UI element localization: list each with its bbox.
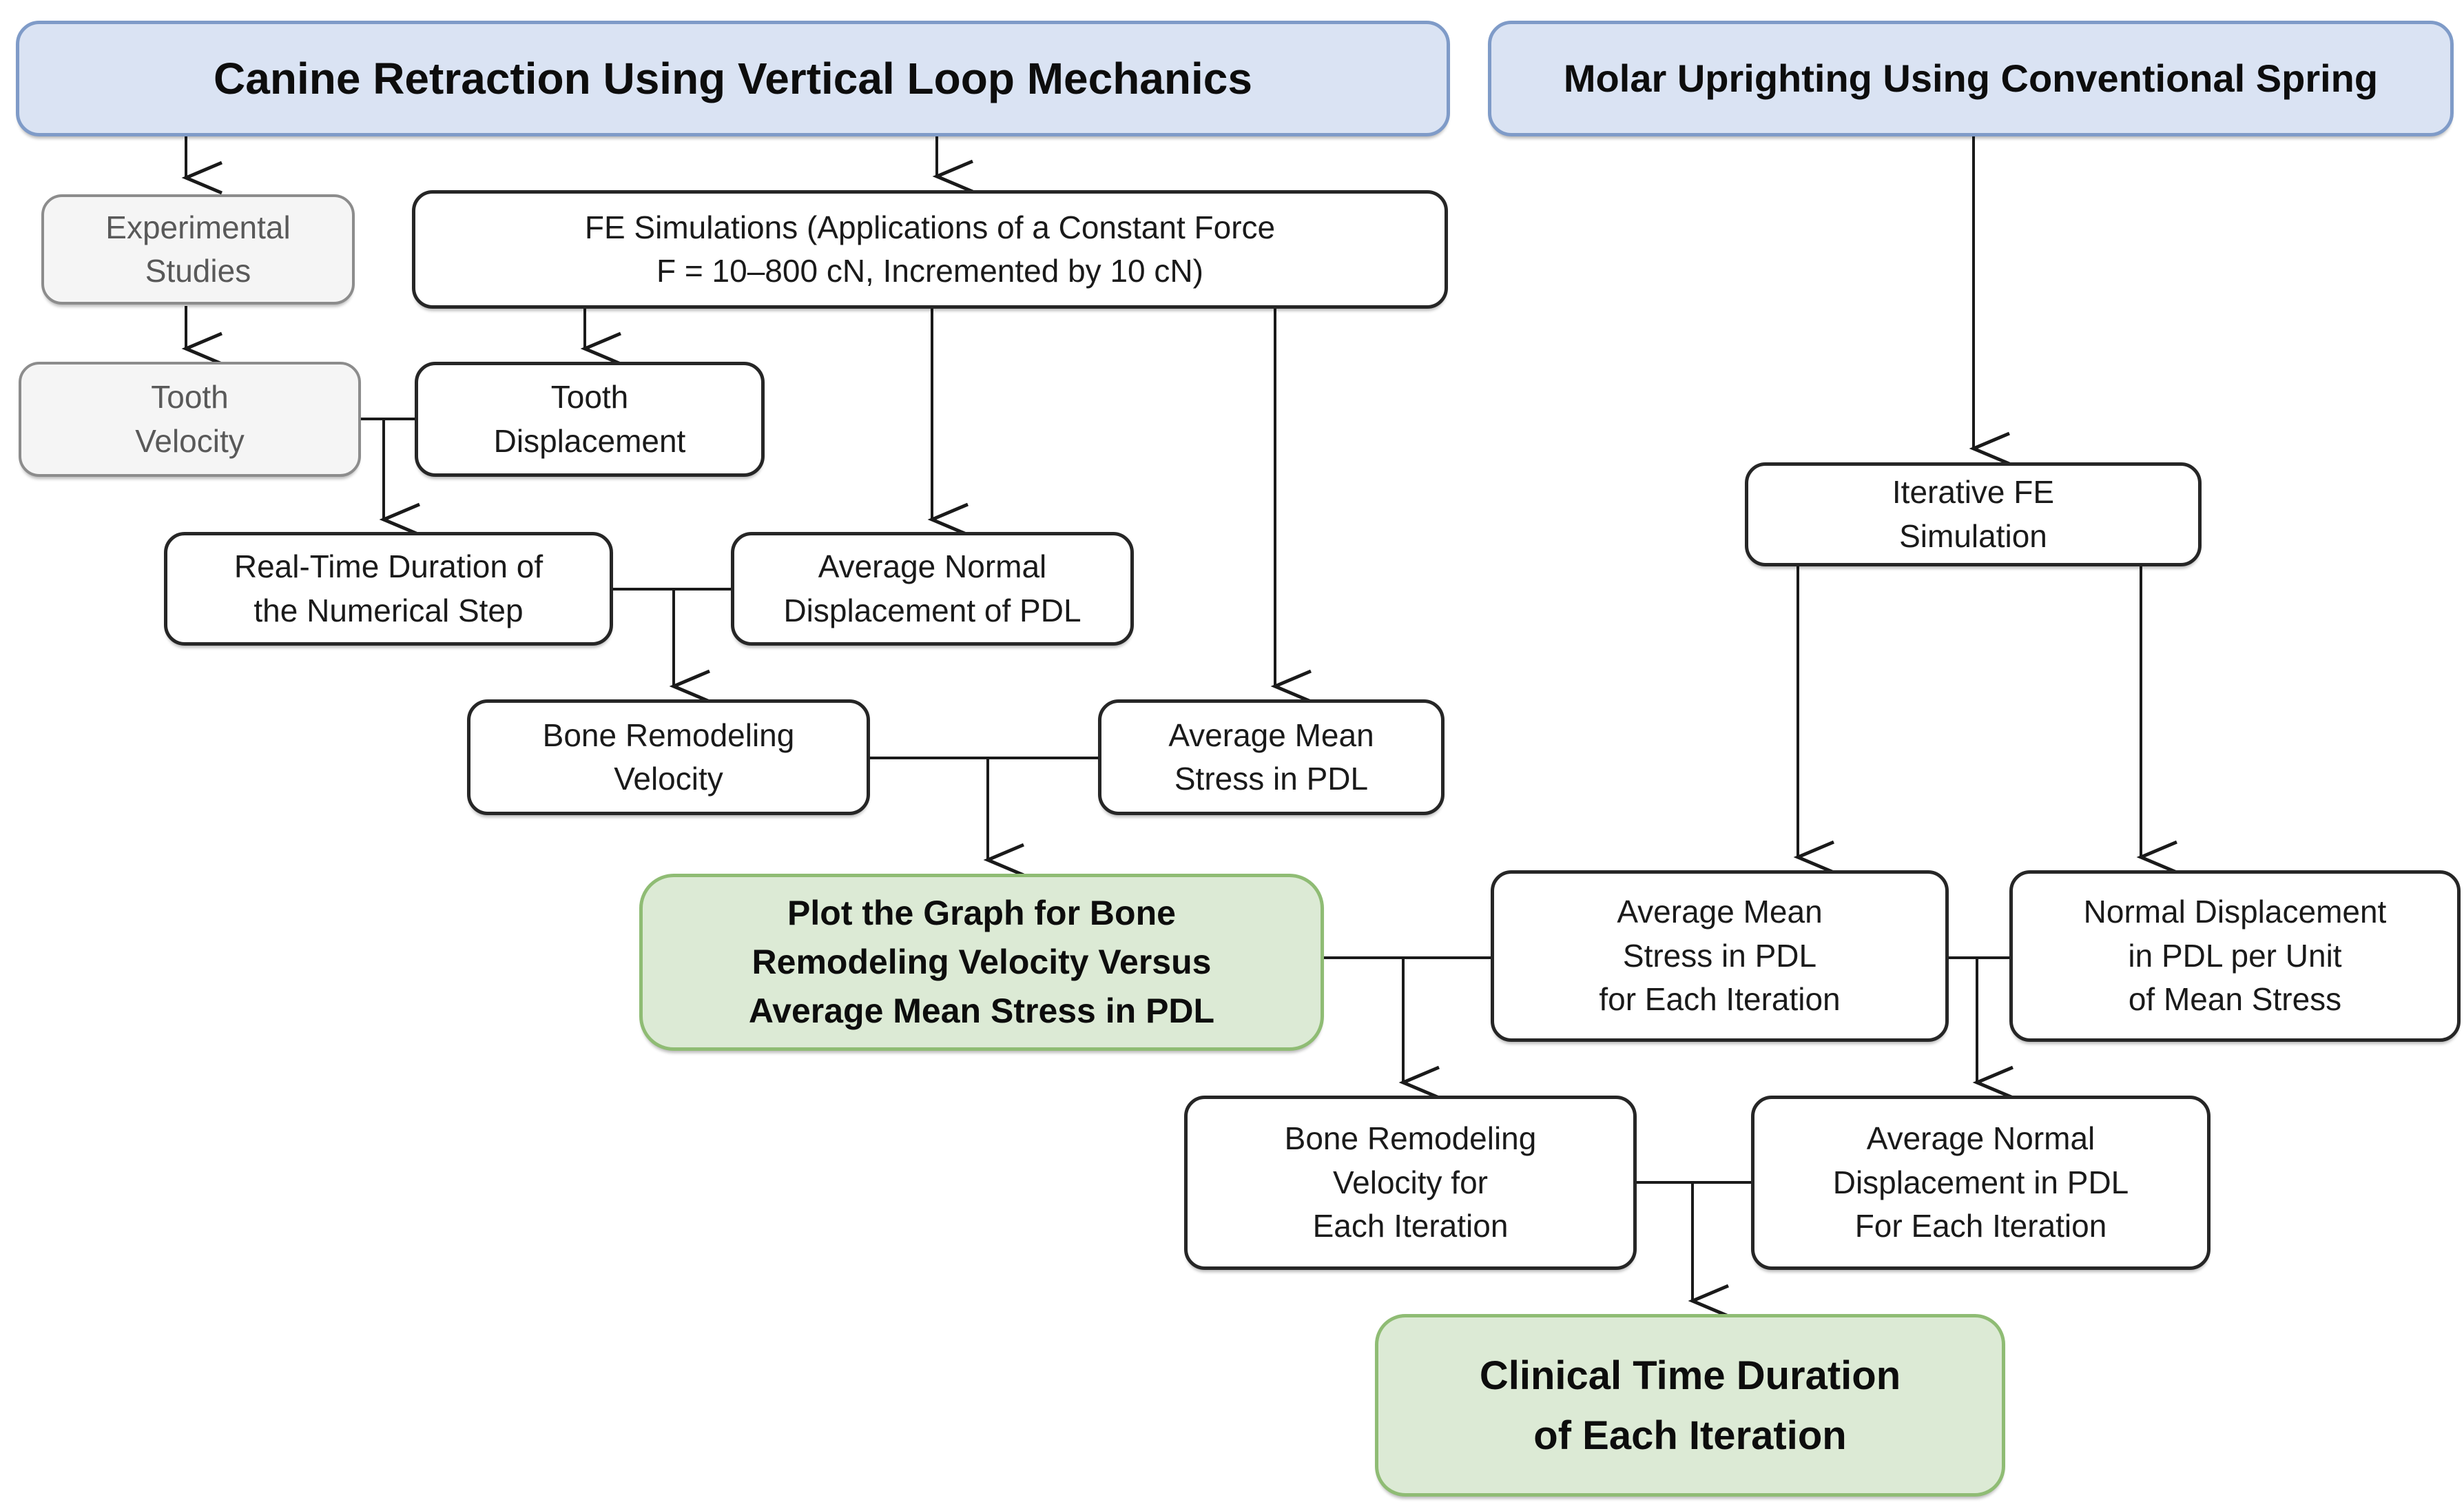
- node-avg-normal-displacement-pdl-label: Average Normal Displacement of PDL: [783, 548, 1081, 628]
- node-tooth-displacement: Tooth Displacement: [415, 362, 765, 477]
- node-avg-mean-stress-pdl-label: Average Mean Stress in PDL: [1168, 717, 1374, 797]
- node-iterative-fe-simulation-label: Iterative FE Simulation: [1892, 474, 2055, 554]
- node-clinical-time-duration: Clinical Time Duration of Each Iteration: [1375, 1314, 2005, 1497]
- node-avg-normal-displacement-each-iteration: Average Normal Displacement in PDL For E…: [1751, 1096, 2211, 1270]
- node-tooth-velocity: Tooth Velocity: [19, 362, 361, 477]
- node-bone-remodeling-velocity-each-iteration: Bone Remodeling Velocity for Each Iterat…: [1184, 1096, 1637, 1270]
- node-fe-simulations-label: FE Simulations (Applications of a Consta…: [584, 209, 1276, 289]
- node-avg-normal-displacement-pdl: Average Normal Displacement of PDL: [731, 532, 1134, 646]
- node-canine-retraction-header: Canine Retraction Using Vertical Loop Me…: [16, 21, 1450, 136]
- node-tooth-velocity-label: Tooth Velocity: [135, 379, 245, 459]
- node-iterative-fe-simulation: Iterative FE Simulation: [1745, 462, 2202, 566]
- node-normal-displacement-per-unit-label: Normal Displacement in PDL per Unit of M…: [2083, 894, 2387, 1018]
- node-bone-remodeling-velocity-label: Bone Remodeling Velocity: [542, 717, 795, 797]
- node-normal-displacement-per-unit: Normal Displacement in PDL per Unit of M…: [2009, 870, 2461, 1042]
- node-avg-normal-displacement-each-iteration-label: Average Normal Displacement in PDL For E…: [1832, 1120, 2129, 1244]
- node-experimental-studies-label: Experimental Studies: [105, 209, 291, 289]
- node-avg-mean-stress-each-iteration: Average Mean Stress in PDL for Each Iter…: [1491, 870, 1949, 1042]
- node-realtime-duration-label: Real-Time Duration of the Numerical Step: [234, 548, 543, 628]
- node-tooth-displacement-label: Tooth Displacement: [493, 379, 686, 459]
- node-canine-retraction-label: Canine Retraction Using Vertical Loop Me…: [214, 53, 1252, 103]
- node-realtime-duration: Real-Time Duration of the Numerical Step: [164, 532, 613, 646]
- node-bone-remodeling-velocity-each-iteration-label: Bone Remodeling Velocity for Each Iterat…: [1284, 1120, 1537, 1244]
- node-avg-mean-stress-each-iteration-label: Average Mean Stress in PDL for Each Iter…: [1599, 894, 1841, 1018]
- node-plot-graph-label: Plot the Graph for Bone Remodeling Veloc…: [748, 894, 1215, 1030]
- node-molar-uprighting-header: Molar Uprighting Using Conventional Spri…: [1488, 21, 2454, 136]
- node-fe-simulations: FE Simulations (Applications of a Consta…: [412, 190, 1448, 309]
- node-molar-uprighting-label: Molar Uprighting Using Conventional Spri…: [1563, 57, 2379, 101]
- node-bone-remodeling-velocity: Bone Remodeling Velocity: [467, 699, 870, 815]
- node-clinical-time-duration-label: Clinical Time Duration of Each Iteration: [1479, 1353, 1901, 1458]
- node-experimental-studies: Experimental Studies: [41, 194, 355, 305]
- node-plot-graph: Plot the Graph for Bone Remodeling Veloc…: [639, 874, 1324, 1051]
- node-avg-mean-stress-pdl: Average Mean Stress in PDL: [1098, 699, 1445, 815]
